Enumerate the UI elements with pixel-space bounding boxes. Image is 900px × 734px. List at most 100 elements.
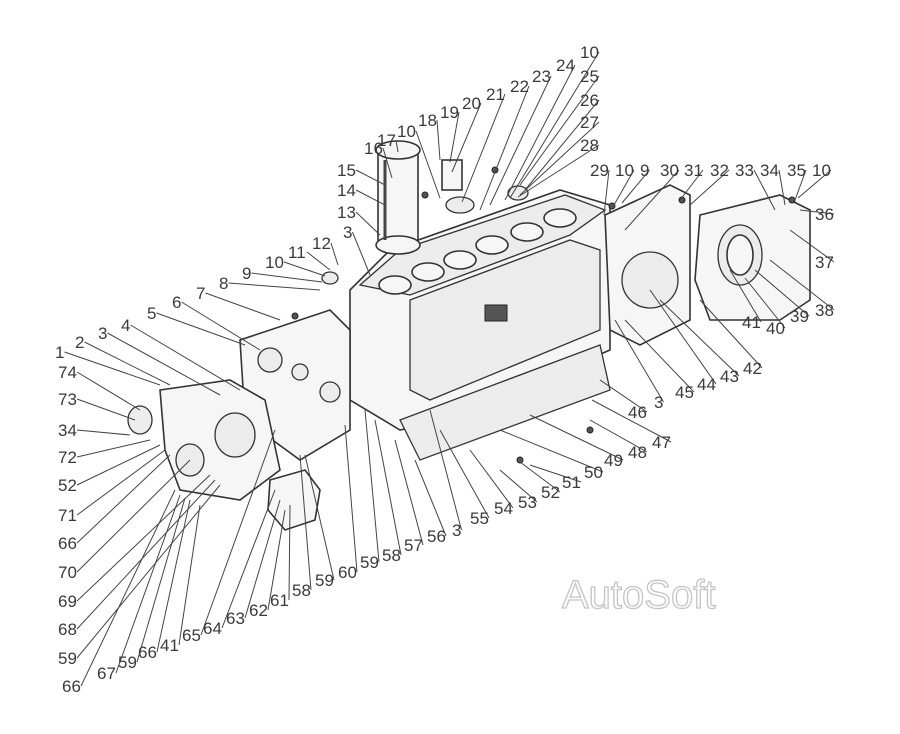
leader-line xyxy=(352,231,371,276)
callout-30: 30 xyxy=(660,161,679,180)
callout-57: 57 xyxy=(404,536,423,555)
callout-51: 51 xyxy=(562,473,581,492)
callout-45: 45 xyxy=(675,383,694,402)
leader-line xyxy=(156,499,191,653)
crankcase-pan-rail xyxy=(399,344,611,461)
callout-63: 63 xyxy=(226,609,245,628)
leader-line xyxy=(76,459,191,573)
leader-line xyxy=(76,371,141,411)
cylinder-bores xyxy=(378,208,577,295)
callout-9: 9 xyxy=(242,264,251,283)
callout-39: 39 xyxy=(790,307,809,326)
callout-66: 66 xyxy=(138,643,157,662)
callout-40: 40 xyxy=(766,319,785,338)
callout-3: 3 xyxy=(98,324,107,343)
callout-23: 23 xyxy=(532,67,551,86)
callout-68: 68 xyxy=(58,620,77,639)
callout-32: 32 xyxy=(710,161,729,180)
callout-43: 43 xyxy=(720,367,739,386)
water-pump-housing xyxy=(267,469,321,531)
callout-35: 35 xyxy=(787,161,806,180)
leader-line xyxy=(621,169,650,204)
leader-line xyxy=(64,351,161,386)
leader-line xyxy=(689,169,730,206)
callout-34: 34 xyxy=(58,421,77,440)
callout-54: 54 xyxy=(494,499,513,518)
callout-64: 64 xyxy=(203,619,222,638)
leader-line xyxy=(330,242,339,266)
leader-line xyxy=(519,75,600,186)
leader-line xyxy=(589,419,648,453)
callout-49: 49 xyxy=(604,451,623,470)
leader-line xyxy=(789,229,835,263)
callout-66: 66 xyxy=(58,534,77,553)
callout-3: 3 xyxy=(452,521,461,540)
callout-4: 4 xyxy=(121,316,130,335)
callout-52: 52 xyxy=(58,476,77,495)
callout-1: 1 xyxy=(55,343,64,362)
callout-22: 22 xyxy=(510,77,529,96)
engine-parts xyxy=(127,140,811,531)
leader-line xyxy=(136,497,186,663)
callout-17: 17 xyxy=(377,131,396,150)
leader-line xyxy=(797,169,832,199)
callout-6: 6 xyxy=(172,293,181,312)
leader-line xyxy=(344,424,358,573)
callout-53: 53 xyxy=(518,493,537,512)
leader-line xyxy=(461,93,506,203)
leader-line xyxy=(794,169,807,201)
leader-line xyxy=(107,332,221,396)
callout-41: 41 xyxy=(160,636,179,655)
leader-line xyxy=(76,474,211,602)
callout-59: 59 xyxy=(118,653,137,672)
callout-27: 27 xyxy=(580,113,599,132)
bolts xyxy=(291,166,796,464)
leader-line xyxy=(76,449,166,516)
leader-line xyxy=(355,169,386,186)
leader-line xyxy=(228,282,321,291)
callout-31: 31 xyxy=(684,161,703,180)
leader-line xyxy=(415,130,441,199)
callout-15: 15 xyxy=(337,161,356,180)
callout-41: 41 xyxy=(742,313,761,332)
oil-filter-boss xyxy=(484,304,508,322)
callout-72: 72 xyxy=(58,448,77,467)
leader-line xyxy=(156,312,246,346)
leader-line xyxy=(288,504,291,601)
callout-36: 36 xyxy=(815,205,834,224)
callout-7: 7 xyxy=(196,284,205,303)
leader-line xyxy=(489,75,552,206)
leader-line xyxy=(436,119,441,161)
callout-25: 25 xyxy=(580,67,599,86)
leader-line xyxy=(499,429,604,473)
callout-24: 24 xyxy=(556,56,575,75)
leader-line xyxy=(76,398,136,421)
callout-12: 12 xyxy=(312,234,331,253)
leader-line xyxy=(479,85,530,211)
leader-line xyxy=(624,319,695,393)
leader-line xyxy=(778,169,786,206)
callout-3: 3 xyxy=(343,223,352,242)
leader-line xyxy=(529,464,582,483)
callout-42: 42 xyxy=(743,359,762,378)
callout-37: 37 xyxy=(815,253,834,272)
leader-line xyxy=(200,429,276,636)
leader-line xyxy=(283,261,326,277)
callout-59: 59 xyxy=(58,649,77,668)
leader-line xyxy=(395,139,399,153)
callout-8: 8 xyxy=(219,274,228,293)
callout-65: 65 xyxy=(182,626,201,645)
callout-33: 33 xyxy=(735,161,754,180)
leader-line xyxy=(355,189,386,206)
leader-line xyxy=(221,489,276,629)
leader-line xyxy=(729,269,762,323)
leader-line xyxy=(699,299,763,369)
callout-10: 10 xyxy=(615,161,634,180)
leader-line xyxy=(267,509,286,611)
callout-74: 74 xyxy=(58,363,77,382)
leader-line xyxy=(76,454,171,544)
callout-10: 10 xyxy=(580,43,599,62)
leader-line xyxy=(449,111,460,163)
leader-line xyxy=(76,429,131,436)
